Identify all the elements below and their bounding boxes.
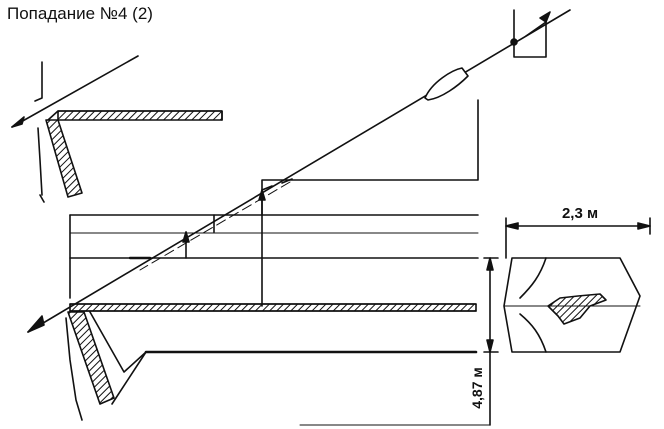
height-dimension-label: 4,87 м bbox=[469, 367, 485, 409]
trajectory-line-dashed bbox=[139, 181, 291, 271]
damage-mark bbox=[547, 293, 607, 325]
middle-structure bbox=[69, 214, 479, 299]
width-dimension bbox=[505, 217, 651, 259]
upper-armor-detail bbox=[11, 55, 223, 203]
lower-hatched-plate bbox=[69, 303, 477, 312]
diagram-title: Попадание №4 (2) bbox=[7, 4, 153, 23]
projectile-shape bbox=[424, 67, 469, 101]
exit-arrow-head bbox=[27, 315, 45, 333]
upper-trajectory-line bbox=[11, 55, 139, 128]
upper-hatched-slope bbox=[45, 119, 83, 198]
lower-armor-plate bbox=[65, 303, 478, 421]
width-dimension-label: 2,3 м bbox=[562, 205, 598, 222]
lower-hatched-slope bbox=[67, 311, 115, 405]
trajectory-line bbox=[27, 9, 571, 333]
height-dimension bbox=[299, 257, 499, 426]
main-trajectory bbox=[27, 9, 571, 333]
hull-outline bbox=[261, 99, 479, 307]
upper-entry-arrow bbox=[11, 116, 25, 128]
upper-armor-bracket bbox=[34, 61, 43, 102]
inner-dimension-marks bbox=[182, 189, 266, 243]
upper-hatched-plate bbox=[57, 110, 223, 121]
cross-section bbox=[503, 257, 641, 353]
top-right-detail bbox=[510, 9, 551, 58]
